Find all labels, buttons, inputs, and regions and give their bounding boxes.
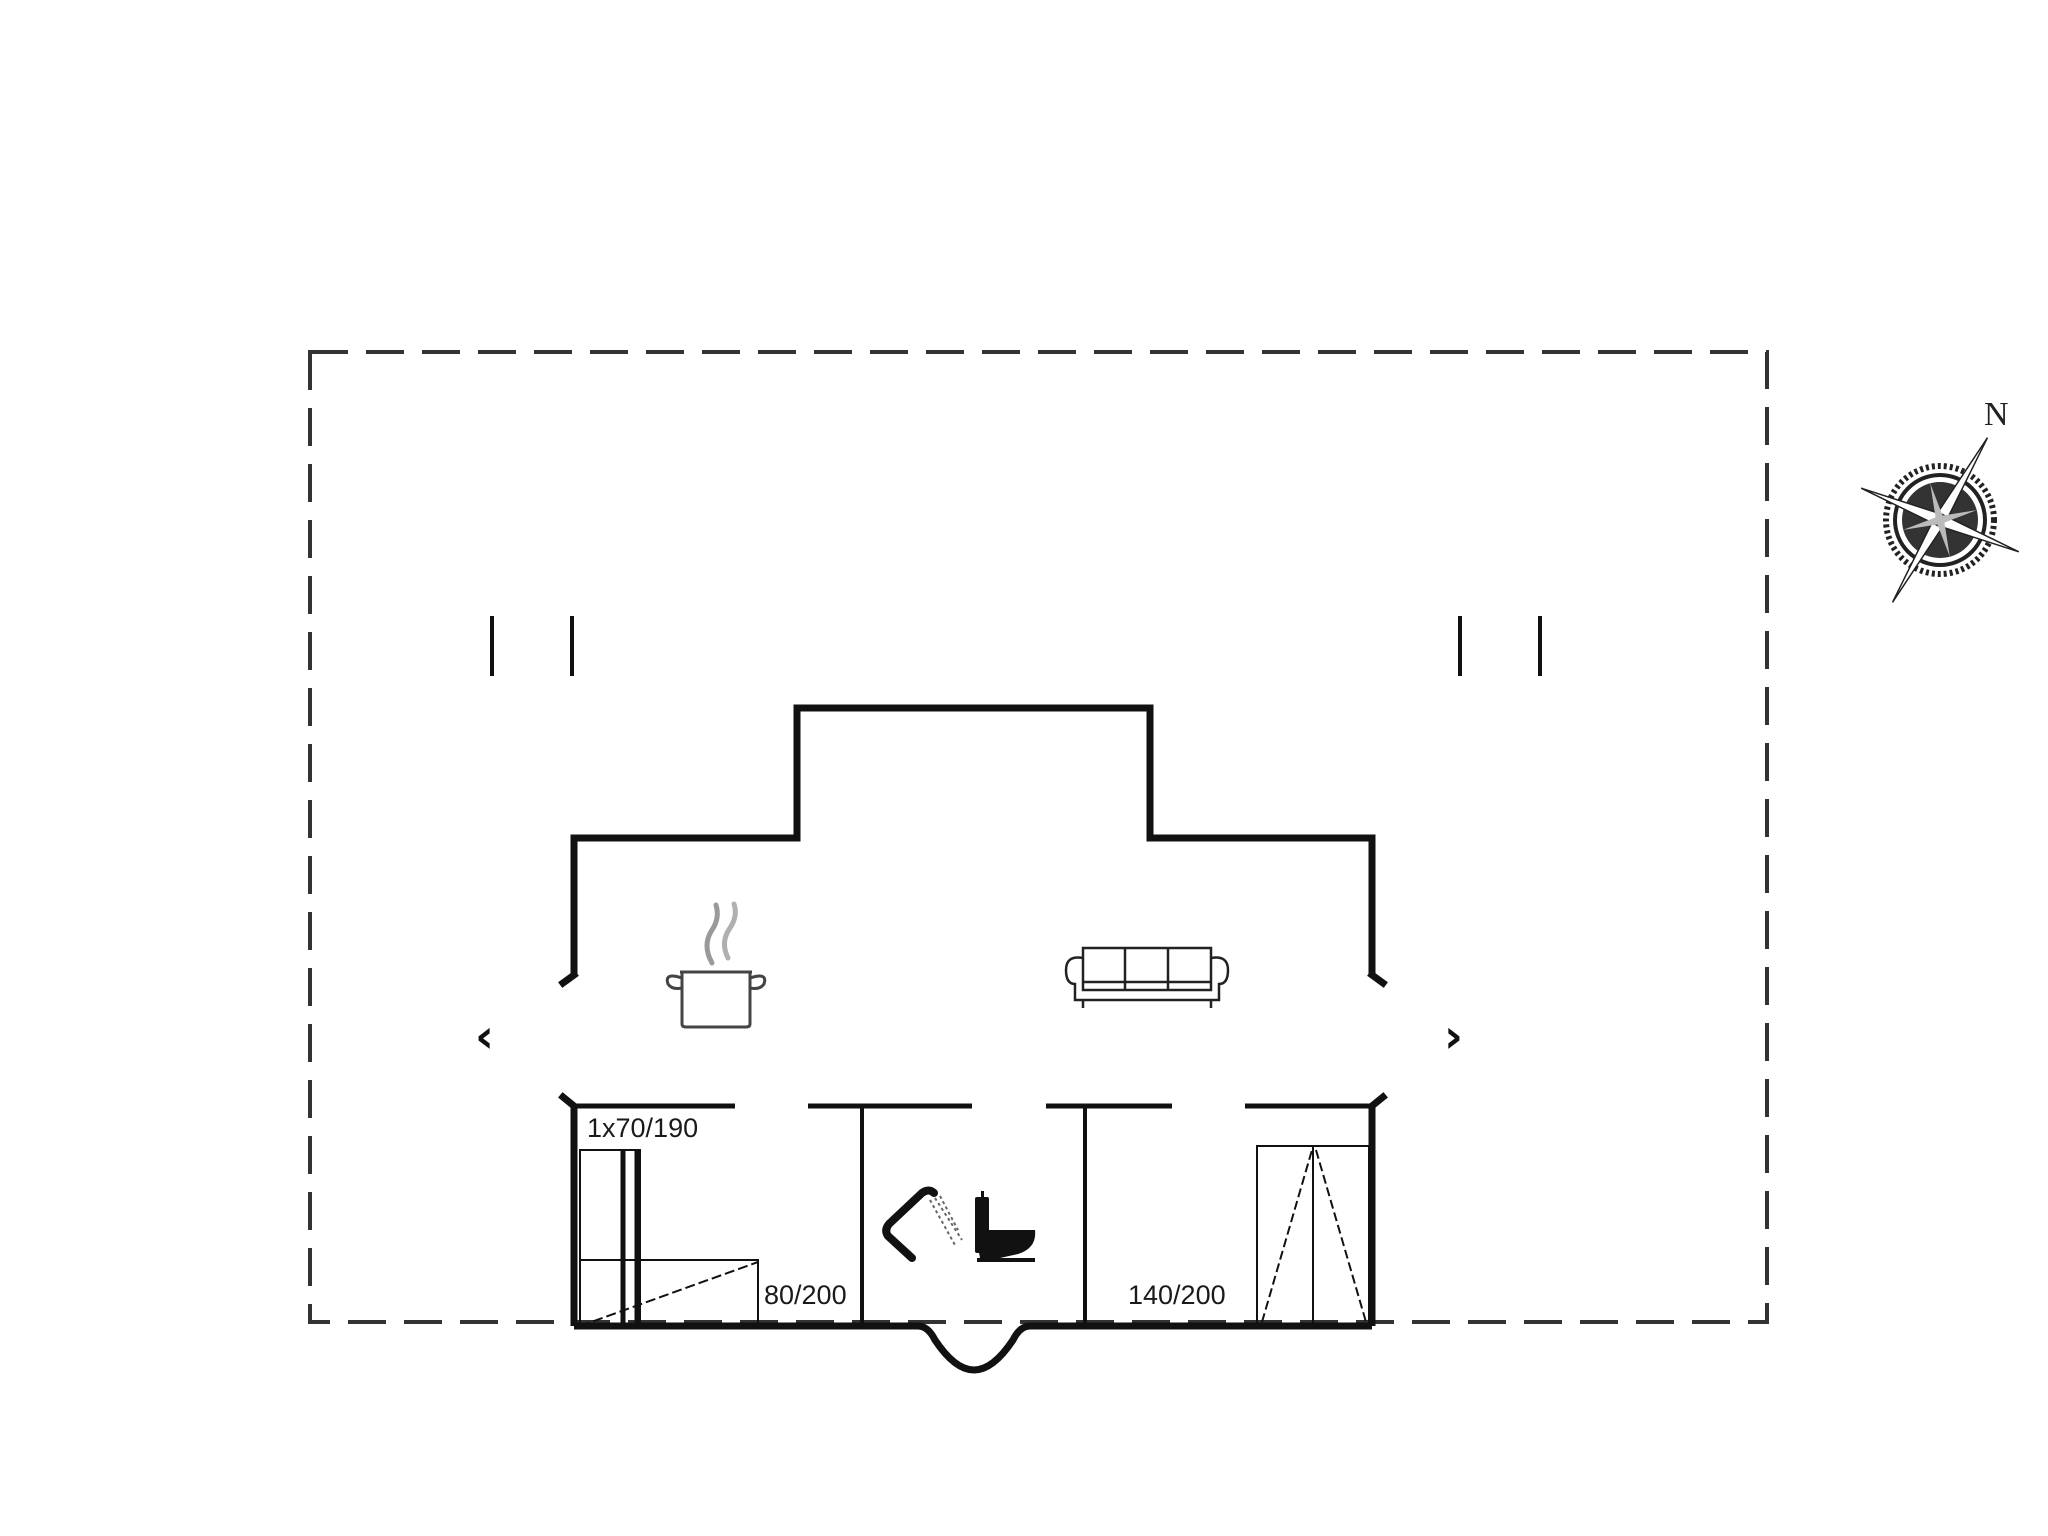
arrow-left-icon: ‹ <box>475 1009 494 1063</box>
outer-wall-lower <box>570 1106 1376 1374</box>
double-bed-label: 140/200 <box>1128 1280 1226 1310</box>
sofa-icon <box>1064 946 1230 1008</box>
north-label: N <box>1984 396 2009 433</box>
terrace-markers <box>490 616 1542 676</box>
outer-wall-top <box>570 704 1376 975</box>
toilet-icon <box>975 1191 1036 1262</box>
single-bed-label: 80/200 <box>764 1280 847 1310</box>
plot-outline <box>308 350 1769 1324</box>
bunk-bed-label: 1x70/190 <box>587 1113 698 1143</box>
cooking-pot-icon <box>665 901 767 1029</box>
compass-rose: N <box>1860 396 2020 603</box>
shower-icon <box>882 1186 963 1262</box>
bunk-bed <box>579 1149 641 1327</box>
partition-walls <box>860 1106 1087 1326</box>
wall-ends <box>558 970 1388 1111</box>
single-bed <box>579 1259 759 1327</box>
arrow-right-icon: › <box>1444 1009 1463 1063</box>
double-bed <box>1256 1145 1370 1327</box>
